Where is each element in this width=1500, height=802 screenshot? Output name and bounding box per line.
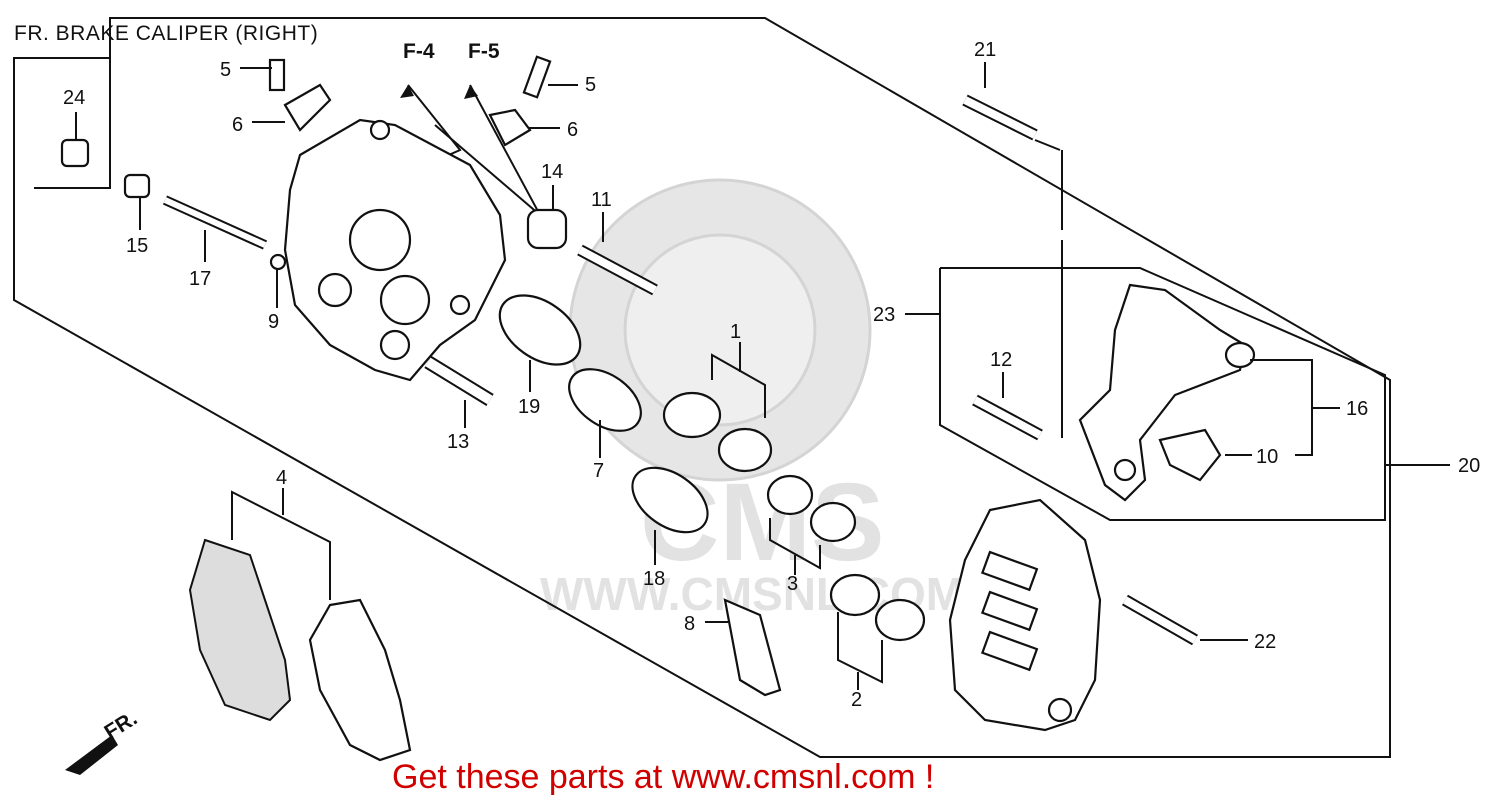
bolt-21 bbox=[963, 96, 1037, 139]
piston-7 bbox=[568, 368, 642, 432]
f5-arrowhead bbox=[464, 85, 478, 99]
front-arrow: FR. bbox=[65, 707, 141, 775]
label-part-18: 18 bbox=[643, 568, 665, 590]
label-part-15: 15 bbox=[126, 235, 148, 257]
brake-pad-a bbox=[188, 538, 292, 722]
hardware bbox=[60, 55, 1198, 697]
subframe-23 bbox=[939, 267, 1386, 521]
label-part-20: 20 bbox=[1458, 455, 1480, 477]
piston-18 bbox=[631, 466, 709, 534]
seal-3a bbox=[766, 474, 814, 516]
watermark: CMS WWW.CMSNL.COM bbox=[540, 178, 964, 620]
footer-link-text[interactable]: Get these parts at www.cmsnl.com ! bbox=[392, 758, 935, 796]
label-part-12: 12 bbox=[990, 349, 1012, 371]
bleeder-5b bbox=[522, 55, 552, 99]
seal-1b bbox=[717, 427, 773, 473]
cap-6b bbox=[488, 108, 532, 147]
ref-f5: F-5 bbox=[468, 40, 500, 63]
label-part-24: 24 bbox=[63, 87, 85, 109]
assembly-frame bbox=[13, 17, 1391, 758]
caliper-outer-half bbox=[948, 498, 1102, 732]
seal-3b bbox=[809, 501, 857, 543]
label-part-23: 23 bbox=[873, 304, 895, 326]
spring-8 bbox=[723, 598, 782, 697]
label-part-2: 2 bbox=[851, 689, 862, 711]
label-part-1: 1 bbox=[730, 321, 741, 343]
label-part-19: 19 bbox=[518, 396, 540, 418]
label-part-11: 11 bbox=[591, 189, 612, 211]
label-part-14: 14 bbox=[541, 161, 563, 183]
label-part-3: 3 bbox=[787, 573, 798, 595]
label-part-13: 13 bbox=[447, 431, 469, 453]
pistons-and-seals bbox=[498, 294, 926, 642]
boot-15 bbox=[123, 173, 151, 199]
seal-2b bbox=[874, 598, 926, 642]
caliper-bracket bbox=[1078, 283, 1256, 502]
bleeder-5a bbox=[268, 58, 286, 92]
leader-lines bbox=[75, 62, 1450, 690]
caliper-body bbox=[283, 118, 507, 382]
label-part-22: 22 bbox=[1254, 631, 1276, 653]
f4-arrowhead bbox=[400, 85, 414, 98]
cap-6a bbox=[283, 83, 332, 132]
ref-f4: F-4 bbox=[403, 40, 435, 63]
pin-17 bbox=[163, 197, 267, 248]
label-part-8: 8 bbox=[684, 613, 695, 635]
label-part-6b: 6 bbox=[567, 119, 578, 141]
brake-pads bbox=[188, 538, 412, 762]
nut-24 bbox=[60, 138, 90, 168]
label-part-16: 16 bbox=[1346, 398, 1368, 420]
seal-1a bbox=[662, 391, 722, 439]
label-part-10: 10 bbox=[1256, 446, 1278, 468]
label-part-21: 21 bbox=[974, 39, 996, 61]
brake-pad-b bbox=[308, 598, 412, 762]
boot-14 bbox=[526, 208, 568, 250]
pin-12 bbox=[973, 396, 1042, 439]
front-label: FR. bbox=[100, 707, 141, 744]
bolt-22 bbox=[1123, 596, 1197, 644]
label-part-5b: 5 bbox=[585, 74, 596, 96]
inset-box-24 bbox=[34, 58, 111, 189]
diagram-title: FR. BRAKE CALIPER (RIGHT) bbox=[14, 22, 319, 45]
pin-11 bbox=[578, 246, 657, 294]
label-part-9: 9 bbox=[268, 311, 279, 333]
washer-9 bbox=[269, 253, 287, 271]
part-labels: 1 2 3 4 5 5 6 6 7 8 9 10 11 12 13 14 15 … bbox=[63, 39, 1480, 711]
seal-2a bbox=[829, 573, 881, 617]
label-part-4: 4 bbox=[276, 467, 287, 489]
label-part-5a: 5 bbox=[220, 59, 231, 81]
pin-13 bbox=[425, 357, 493, 405]
label-part-17: 17 bbox=[189, 268, 211, 290]
watermark-logo-inner bbox=[623, 233, 817, 427]
piston-19 bbox=[498, 294, 582, 366]
label-part-7: 7 bbox=[593, 460, 604, 482]
label-part-6a: 6 bbox=[232, 114, 243, 136]
front-arrow-icon bbox=[65, 735, 118, 775]
